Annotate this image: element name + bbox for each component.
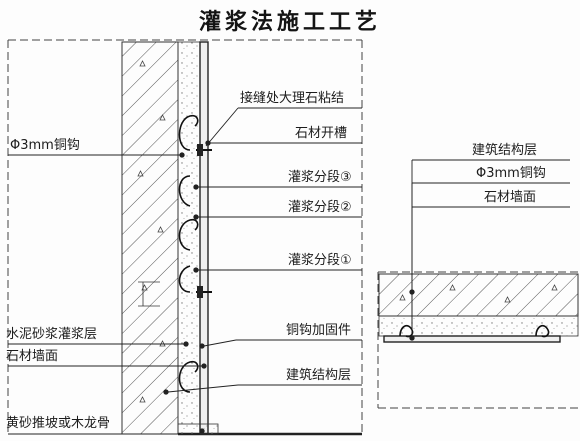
label-structure-layer-right: 建筑结构层: [472, 143, 538, 158]
diagram-title: 灌浆法施工工艺: [198, 9, 381, 35]
leader-lines-right: [409, 159, 570, 341]
label-grout-stage-2: 灌浆分段②: [288, 200, 352, 215]
stone-panel: [199, 41, 209, 435]
label-stone-wall-face-right: 石材墙面: [484, 190, 537, 205]
label-cement-mortar-layer: 水泥砂浆灌浆层: [6, 327, 98, 342]
label-copper-hook-left: Φ3mm铜钩: [10, 138, 80, 153]
stone-panel-right: [383, 335, 561, 343]
label-stone-wall-face-left: 石材墙面: [6, 349, 59, 364]
structure-wall: [121, 41, 179, 435]
label-copper-hook-fixing: 铜钩加固件: [286, 323, 352, 338]
grout-layer: [177, 41, 201, 435]
leader-lines-left: [8, 152, 207, 435]
label-stone-slot: 石材开槽: [295, 126, 348, 141]
label-structure-layer-left: 建筑结构层: [286, 368, 352, 383]
structure-slab: [378, 273, 579, 317]
label-grout-stage-3: 灌浆分段③: [288, 170, 352, 185]
label-grout-stage-1: 灌浆分段①: [288, 253, 352, 268]
leader-lines-mid: [163, 107, 362, 395]
right-section: [377, 159, 579, 409]
copper-hooks: [178, 114, 199, 393]
label-sand-slope-or-keel: 黄砂推坡或木龙骨: [6, 416, 111, 431]
label-joint-marble-glue: 接缝处大理石粘结: [240, 91, 345, 106]
left-section: [7, 39, 363, 436]
aggregate-marks: [137, 60, 166, 403]
label-copper-hook-right: Φ3mm铜钩: [476, 166, 546, 181]
